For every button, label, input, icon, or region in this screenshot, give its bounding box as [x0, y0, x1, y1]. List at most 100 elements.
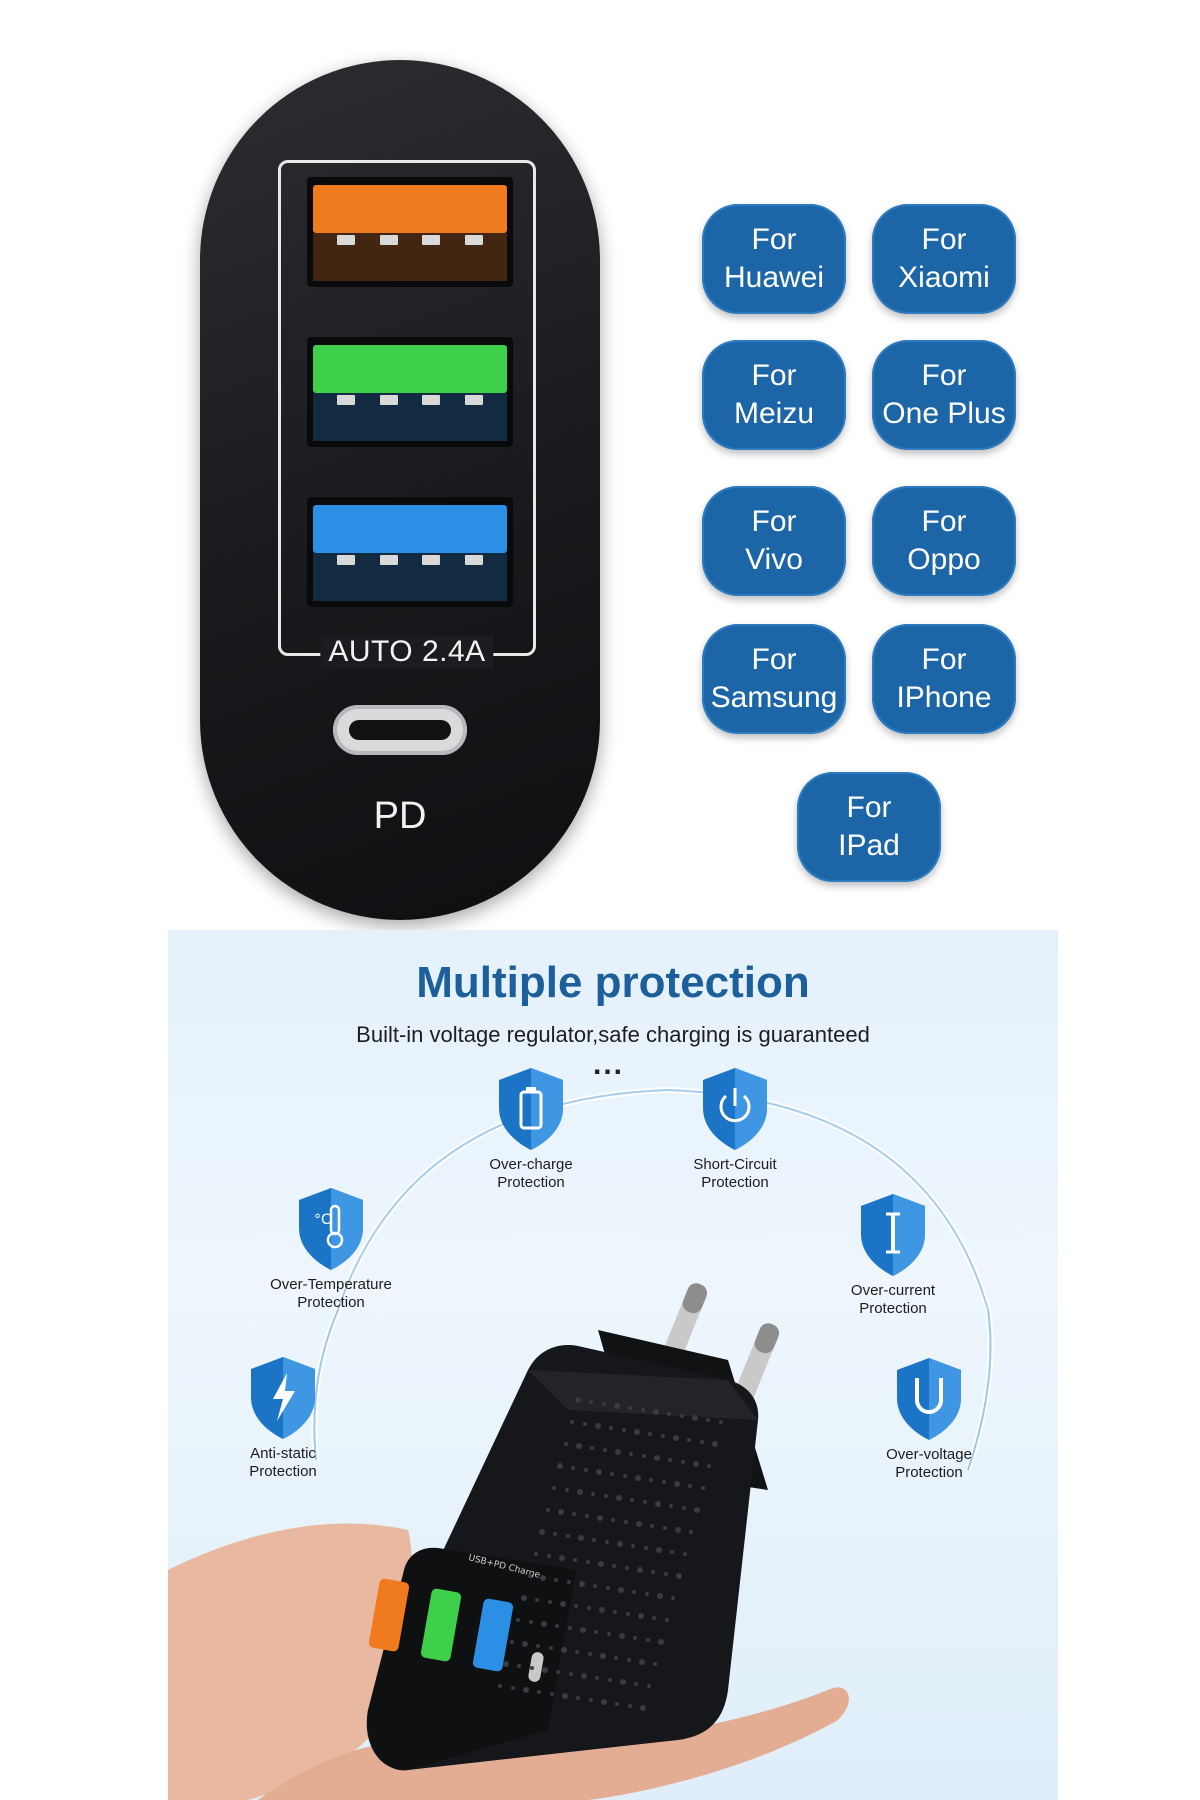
thermometer-icon: °C — [299, 1188, 363, 1270]
body-dot — [564, 1442, 568, 1446]
body-dot — [559, 1555, 565, 1561]
body-dot — [654, 1455, 660, 1461]
body-dot — [498, 1684, 502, 1688]
body-dot — [592, 1538, 596, 1542]
body-dot — [719, 1420, 723, 1424]
body-dot — [643, 1500, 647, 1504]
compat-for: For — [921, 505, 967, 538]
body-dot — [565, 1488, 569, 1492]
body-dot — [645, 1592, 649, 1596]
protection-arc — [311, 1086, 994, 1471]
svg-text:°C: °C — [314, 1212, 331, 1228]
body-dot — [594, 1630, 598, 1634]
voltage-icon — [897, 1358, 961, 1440]
body-dot — [635, 1475, 641, 1481]
body-dot — [658, 1639, 664, 1645]
body-dot — [655, 1501, 661, 1507]
charger-front-image: AUTO 2.4A PD — [200, 60, 600, 920]
body-dot — [625, 1566, 629, 1570]
body-dot — [614, 1656, 618, 1660]
compat-badge-vivo: For Vivo — [702, 486, 846, 596]
body-dot — [669, 1504, 673, 1508]
body-dot — [636, 1521, 642, 1527]
body-dot — [537, 1690, 541, 1694]
compat-brand: Xiaomi — [898, 261, 990, 294]
usb-tongue-orange — [313, 185, 507, 233]
body-dot — [619, 1633, 625, 1639]
photo-typec-port — [528, 1652, 544, 1682]
body-dot — [540, 1575, 546, 1581]
body-dot — [648, 1432, 652, 1436]
body-dot — [510, 1640, 514, 1644]
usb-port-blue — [307, 497, 513, 607]
body-dot — [601, 1699, 607, 1705]
body-dot — [570, 1420, 574, 1424]
body-dot — [664, 1572, 668, 1576]
body-dot — [590, 1446, 594, 1450]
compat-for: For — [921, 643, 967, 676]
body-dot — [615, 1449, 621, 1455]
compat-brand: Samsung — [710, 681, 838, 714]
usb-port-orange — [307, 177, 513, 287]
body-dot — [688, 1484, 692, 1488]
body-dot — [554, 1578, 558, 1582]
body-dot — [623, 1474, 627, 1478]
body-dot — [631, 1544, 635, 1548]
body-dot — [651, 1570, 655, 1574]
body-dot — [548, 1600, 552, 1604]
body-dot — [609, 1426, 613, 1430]
body-dot — [707, 1464, 711, 1468]
protection-panel: Multiple protection Built-in voltage reg… — [168, 930, 1058, 1800]
body-dot — [606, 1586, 610, 1590]
body-dot — [591, 1492, 595, 1496]
compat-brand: Vivo — [745, 543, 803, 576]
body-dot — [689, 1530, 693, 1534]
body-dot — [516, 1618, 520, 1622]
body-dot — [618, 1587, 624, 1593]
lightning-icon — [251, 1357, 315, 1439]
body-dot — [572, 1512, 576, 1516]
body-dot — [608, 1678, 612, 1682]
body-dot — [611, 1518, 615, 1522]
body-dot — [673, 1435, 679, 1441]
body-dot — [546, 1508, 550, 1512]
body-dot — [503, 1661, 509, 1667]
body-dot — [628, 1704, 632, 1708]
body-dot — [562, 1693, 568, 1699]
compat-for: For — [751, 643, 797, 676]
body-dot — [521, 1595, 527, 1601]
body-dot — [589, 1400, 593, 1404]
body-dot — [676, 1573, 682, 1579]
body-dot — [682, 1506, 686, 1510]
body-dot — [605, 1540, 609, 1544]
body-dot — [587, 1606, 591, 1610]
hand-shape — [168, 1523, 413, 1800]
body-dot — [628, 1406, 632, 1410]
compat-for: For — [921, 223, 967, 256]
body-dot — [614, 1403, 620, 1409]
body-dot — [583, 1422, 587, 1426]
body-dot — [579, 1581, 585, 1587]
body-dot — [561, 1647, 567, 1653]
body-dot — [599, 1607, 605, 1613]
body-dot — [541, 1621, 547, 1627]
body-dot — [523, 1687, 529, 1693]
body-dot — [639, 1659, 645, 1665]
body-dot — [576, 1443, 582, 1449]
photo-usb-blue — [472, 1598, 514, 1672]
body-dot — [602, 1402, 606, 1406]
body-dot — [667, 1412, 671, 1416]
body-dot — [557, 1463, 563, 1469]
usb-port-green — [307, 337, 513, 447]
compat-brand: Meizu — [733, 397, 815, 430]
body-dot — [670, 1550, 674, 1554]
body-dot — [589, 1698, 593, 1702]
body-dot — [650, 1524, 654, 1528]
body-dot — [598, 1561, 604, 1567]
